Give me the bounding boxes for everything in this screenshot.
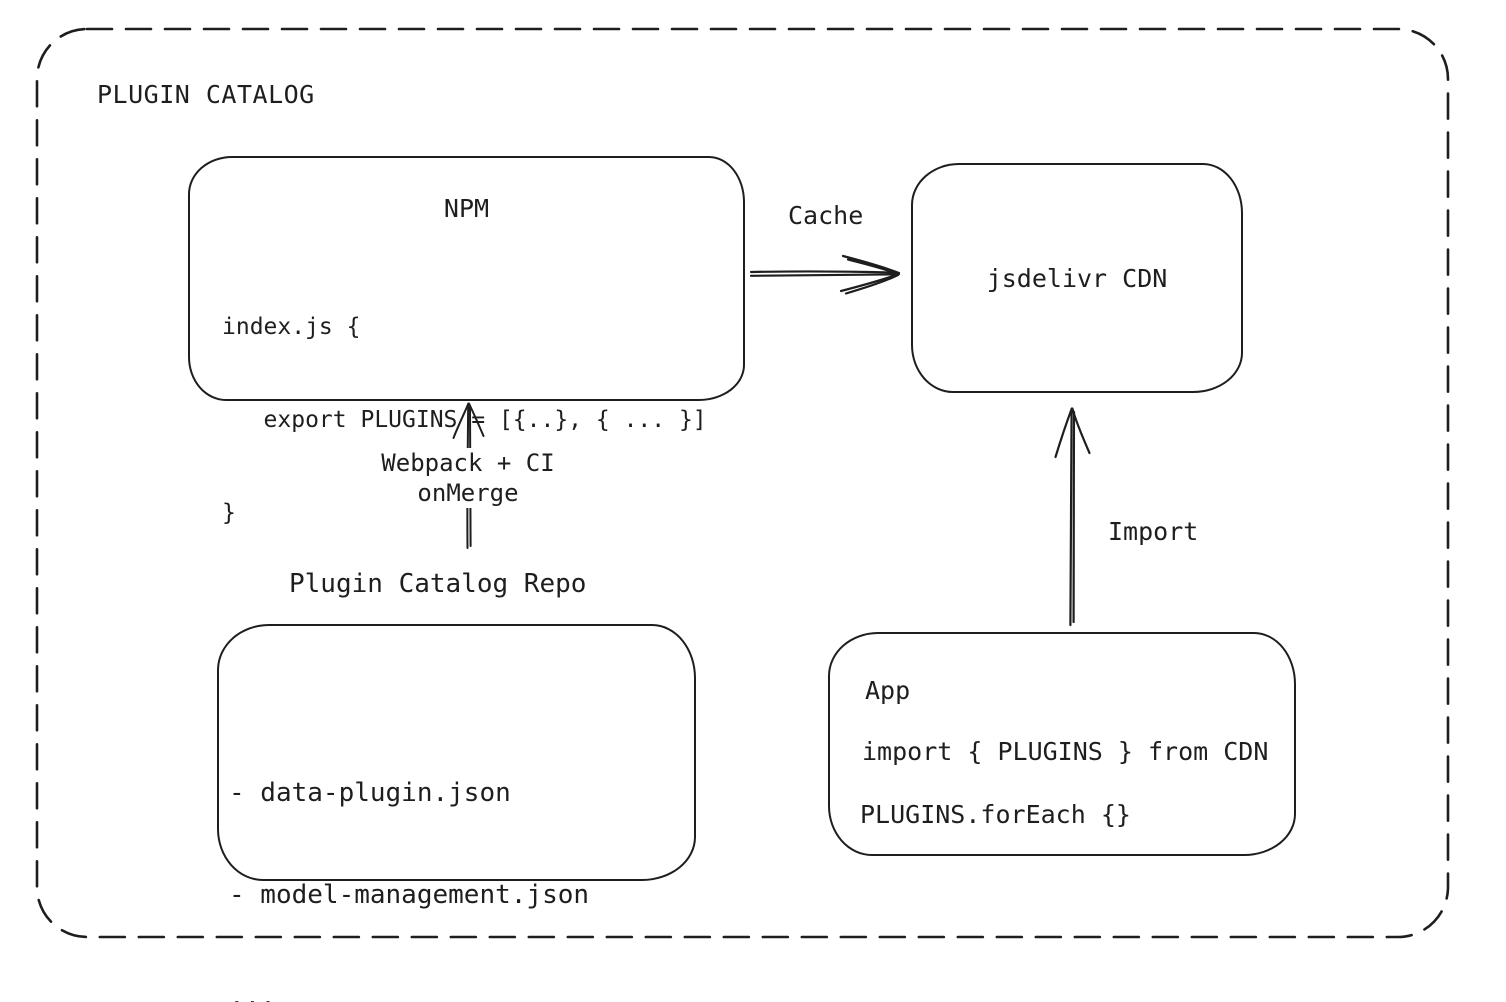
cache-arrow <box>749 254 901 295</box>
app-code-line: PLUGINS.forEach {} <box>860 800 1131 829</box>
npm-node-title: NPM <box>443 194 490 223</box>
build-edge-label: Webpack + CI onMerge <box>318 448 618 508</box>
npm-node: NPM index.js { export PLUGINS = [{..}, {… <box>188 156 745 526</box>
npm-code-line: index.js { <box>222 314 361 340</box>
repo-file-line: - data-plugin.json <box>229 778 511 808</box>
repo-node-title: Plugin Catalog Repo <box>289 569 587 599</box>
cache-edge-label: Cache <box>788 201 864 230</box>
app-code-line: import { PLUGINS } from CDN <box>862 737 1269 766</box>
npm-code-line: export PLUGINS = [{..}, { ... }] <box>222 407 707 433</box>
repo-file-line: ... <box>229 982 276 1002</box>
build-edge-label-line2: onMerge <box>411 478 525 508</box>
build-edge-label-line1: Webpack + CI <box>375 448 561 478</box>
app-node-title: App <box>865 676 911 705</box>
import-edge-label: Import <box>1108 517 1199 546</box>
repo-node: - data-plugin.json - model-management.js… <box>217 624 696 1002</box>
app-node: App import { PLUGINS } from CDN PLUGINS.… <box>828 632 1296 856</box>
repo-node-files: - data-plugin.json - model-management.js… <box>229 708 589 1002</box>
npm-node-code: index.js { export PLUGINS = [{..}, { ...… <box>222 250 707 591</box>
repo-file-line: - model-management.json <box>229 880 590 910</box>
cdn-node-label: jsdelivr CDN <box>986 263 1168 293</box>
diagram-title: PLUGIN CATALOG <box>97 80 315 109</box>
cdn-node: jsdelivr CDN <box>911 163 1243 393</box>
import-arrow <box>1054 407 1091 627</box>
